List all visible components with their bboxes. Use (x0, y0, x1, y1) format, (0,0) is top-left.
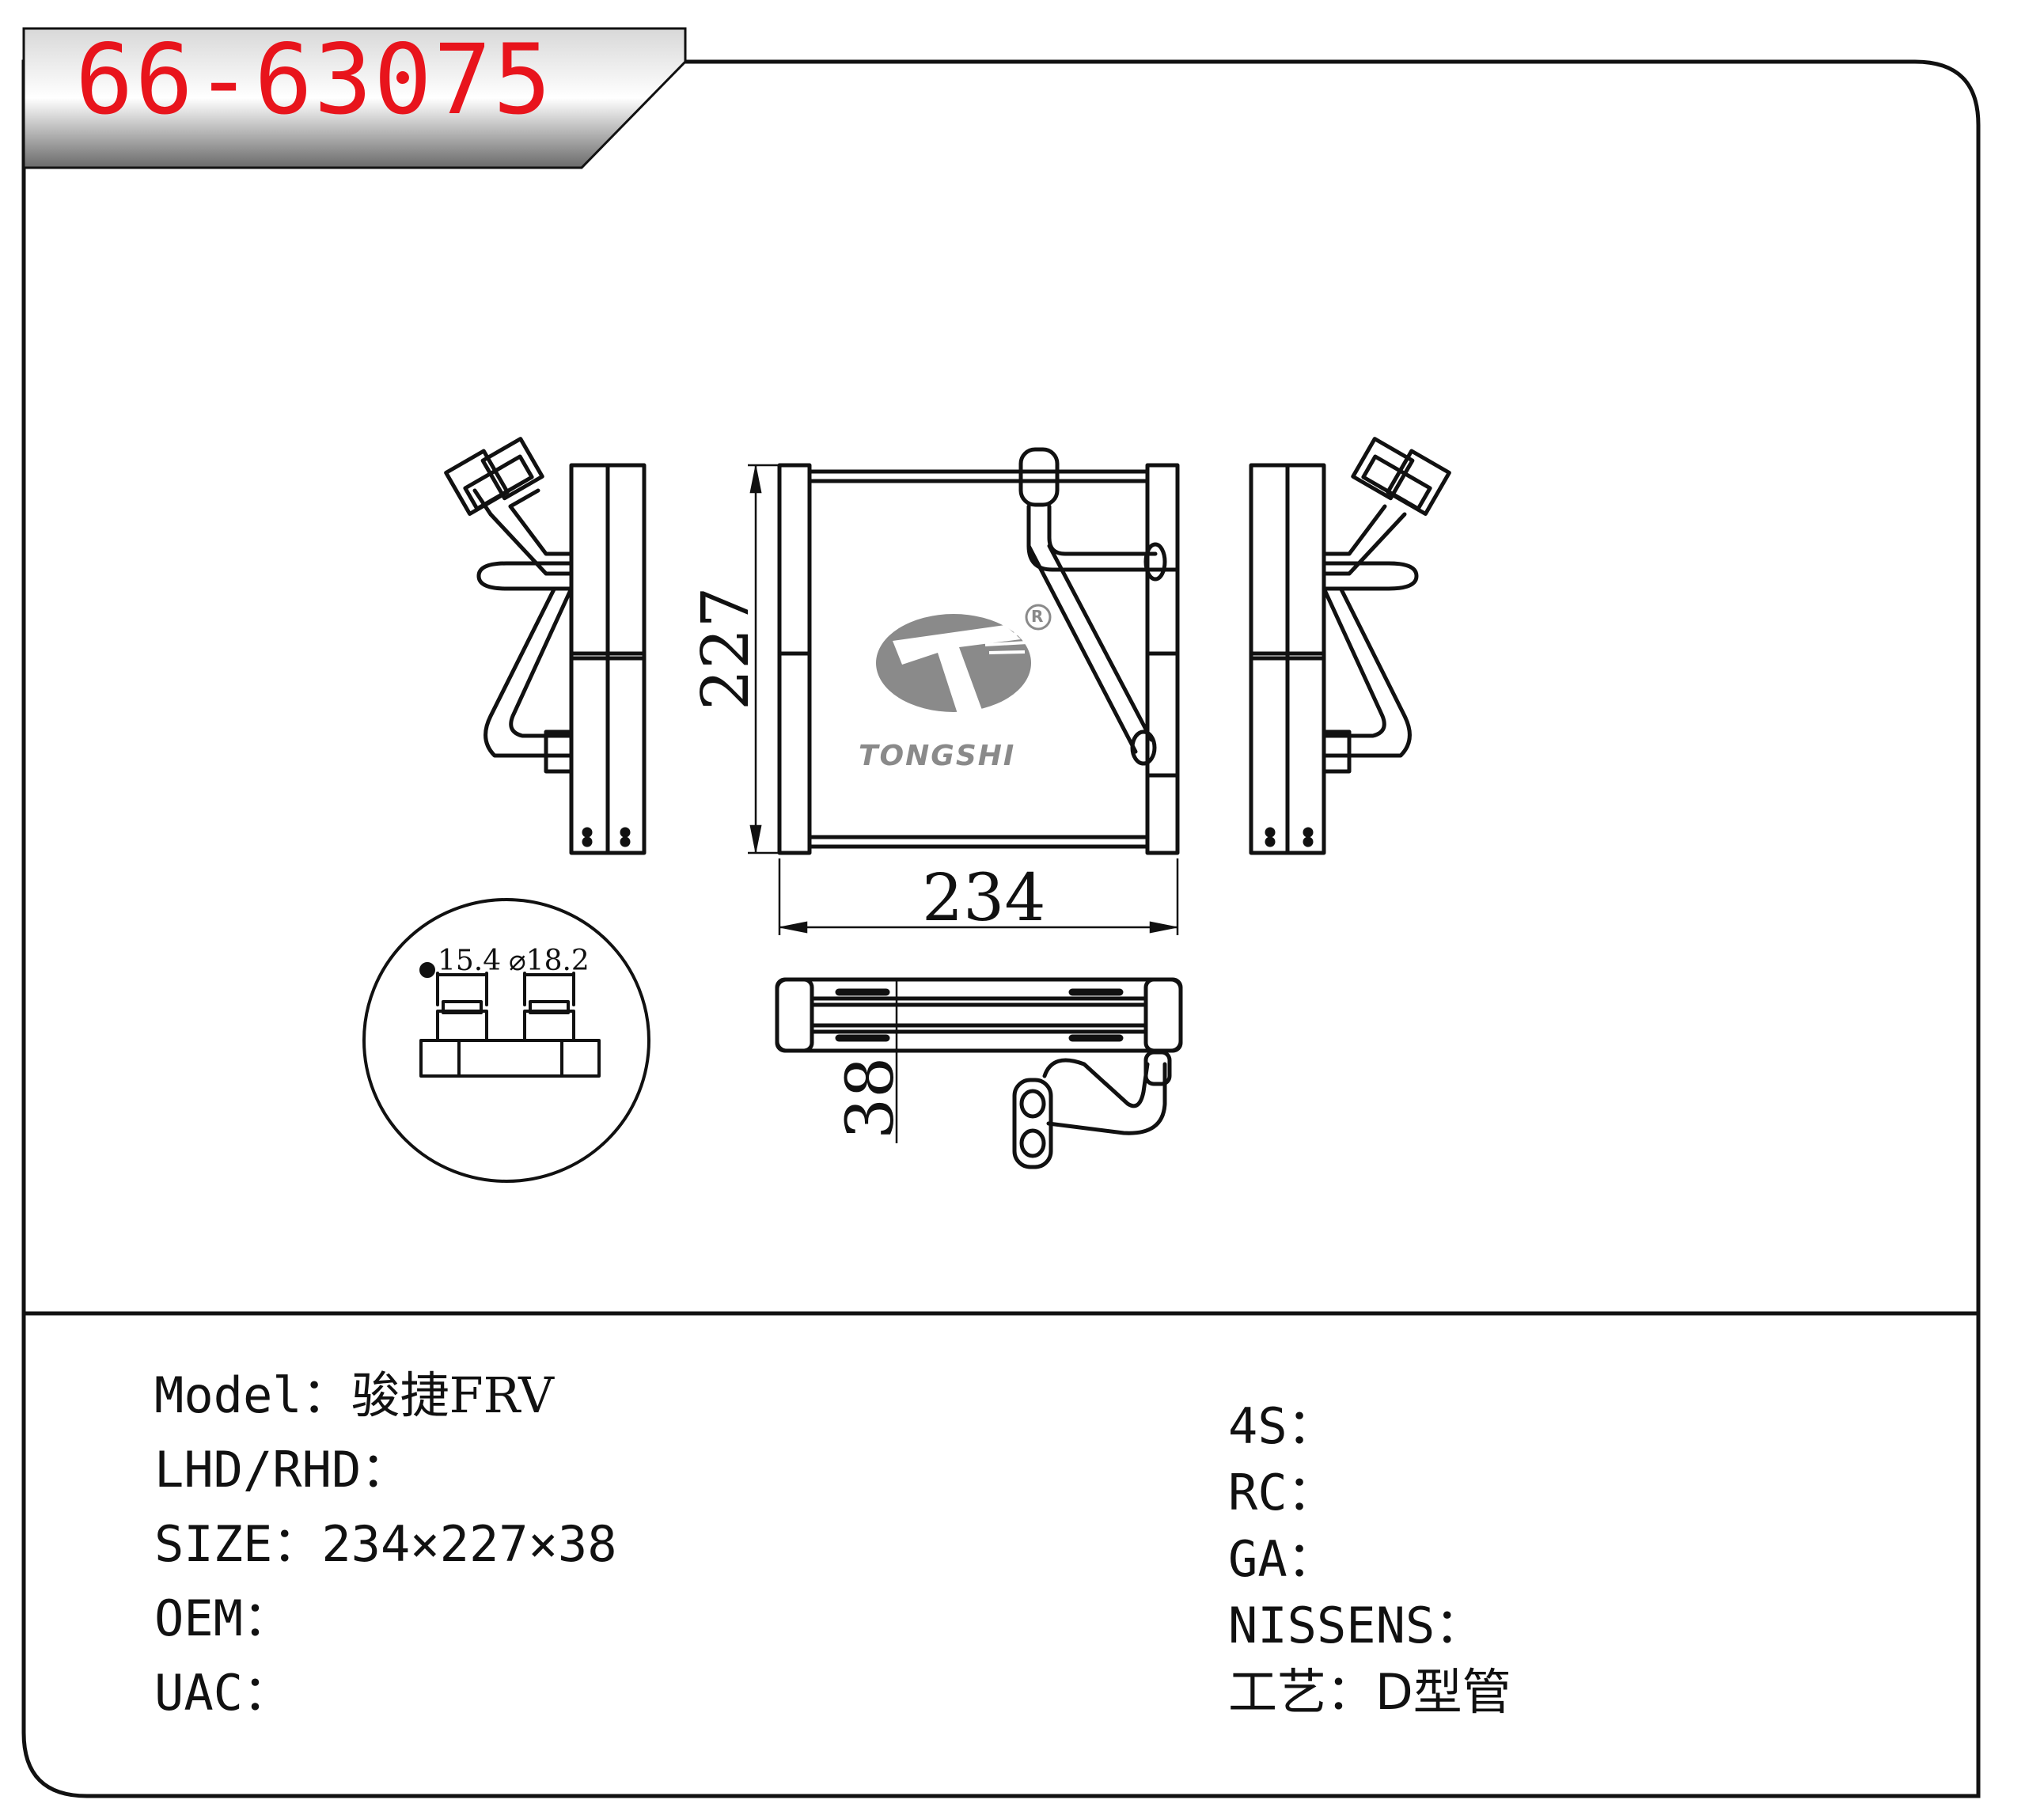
width-dimension: 234 (922, 861, 1046, 936)
spec-4s: 4S： (1228, 1397, 1337, 1455)
spec-rc: RC： (1228, 1464, 1337, 1521)
tongshi-logo (876, 604, 1052, 714)
connector-detail (362, 898, 650, 1183)
spec-lhd-rhd: LHD/RHD： (154, 1441, 411, 1499)
front-view (777, 447, 1180, 855)
part-number: 66-63075 (75, 24, 553, 136)
spec-nissens: NISSENS： (1228, 1597, 1485, 1654)
spec-size: SIZE：234×227×38 (154, 1515, 617, 1573)
spec-oem: OEM： (154, 1590, 292, 1647)
left-side-view (444, 437, 647, 855)
top-view (775, 977, 1183, 1169)
height-dimension: 227 (688, 586, 764, 710)
spec-uac: UAC： (154, 1664, 292, 1722)
logo-wordmark: TONGSHI (859, 740, 1016, 772)
spec-process: 工艺：D型管 (1228, 1663, 1511, 1721)
pipe-diameter-1: 15.4 (438, 945, 501, 977)
pipe-diameter-2: ⌀18.2 (509, 945, 590, 977)
dimension-lines (748, 464, 1179, 1143)
spec-ga: GA： (1228, 1530, 1337, 1588)
spec-model: Model：骏捷FRV (154, 1366, 554, 1424)
part-number-tab (22, 27, 687, 169)
depth-dimension: 38 (833, 1057, 908, 1139)
logo-registered-mark: R (1031, 607, 1044, 626)
right-side-view (1249, 437, 1451, 855)
sheet-border (21, 59, 1981, 1798)
